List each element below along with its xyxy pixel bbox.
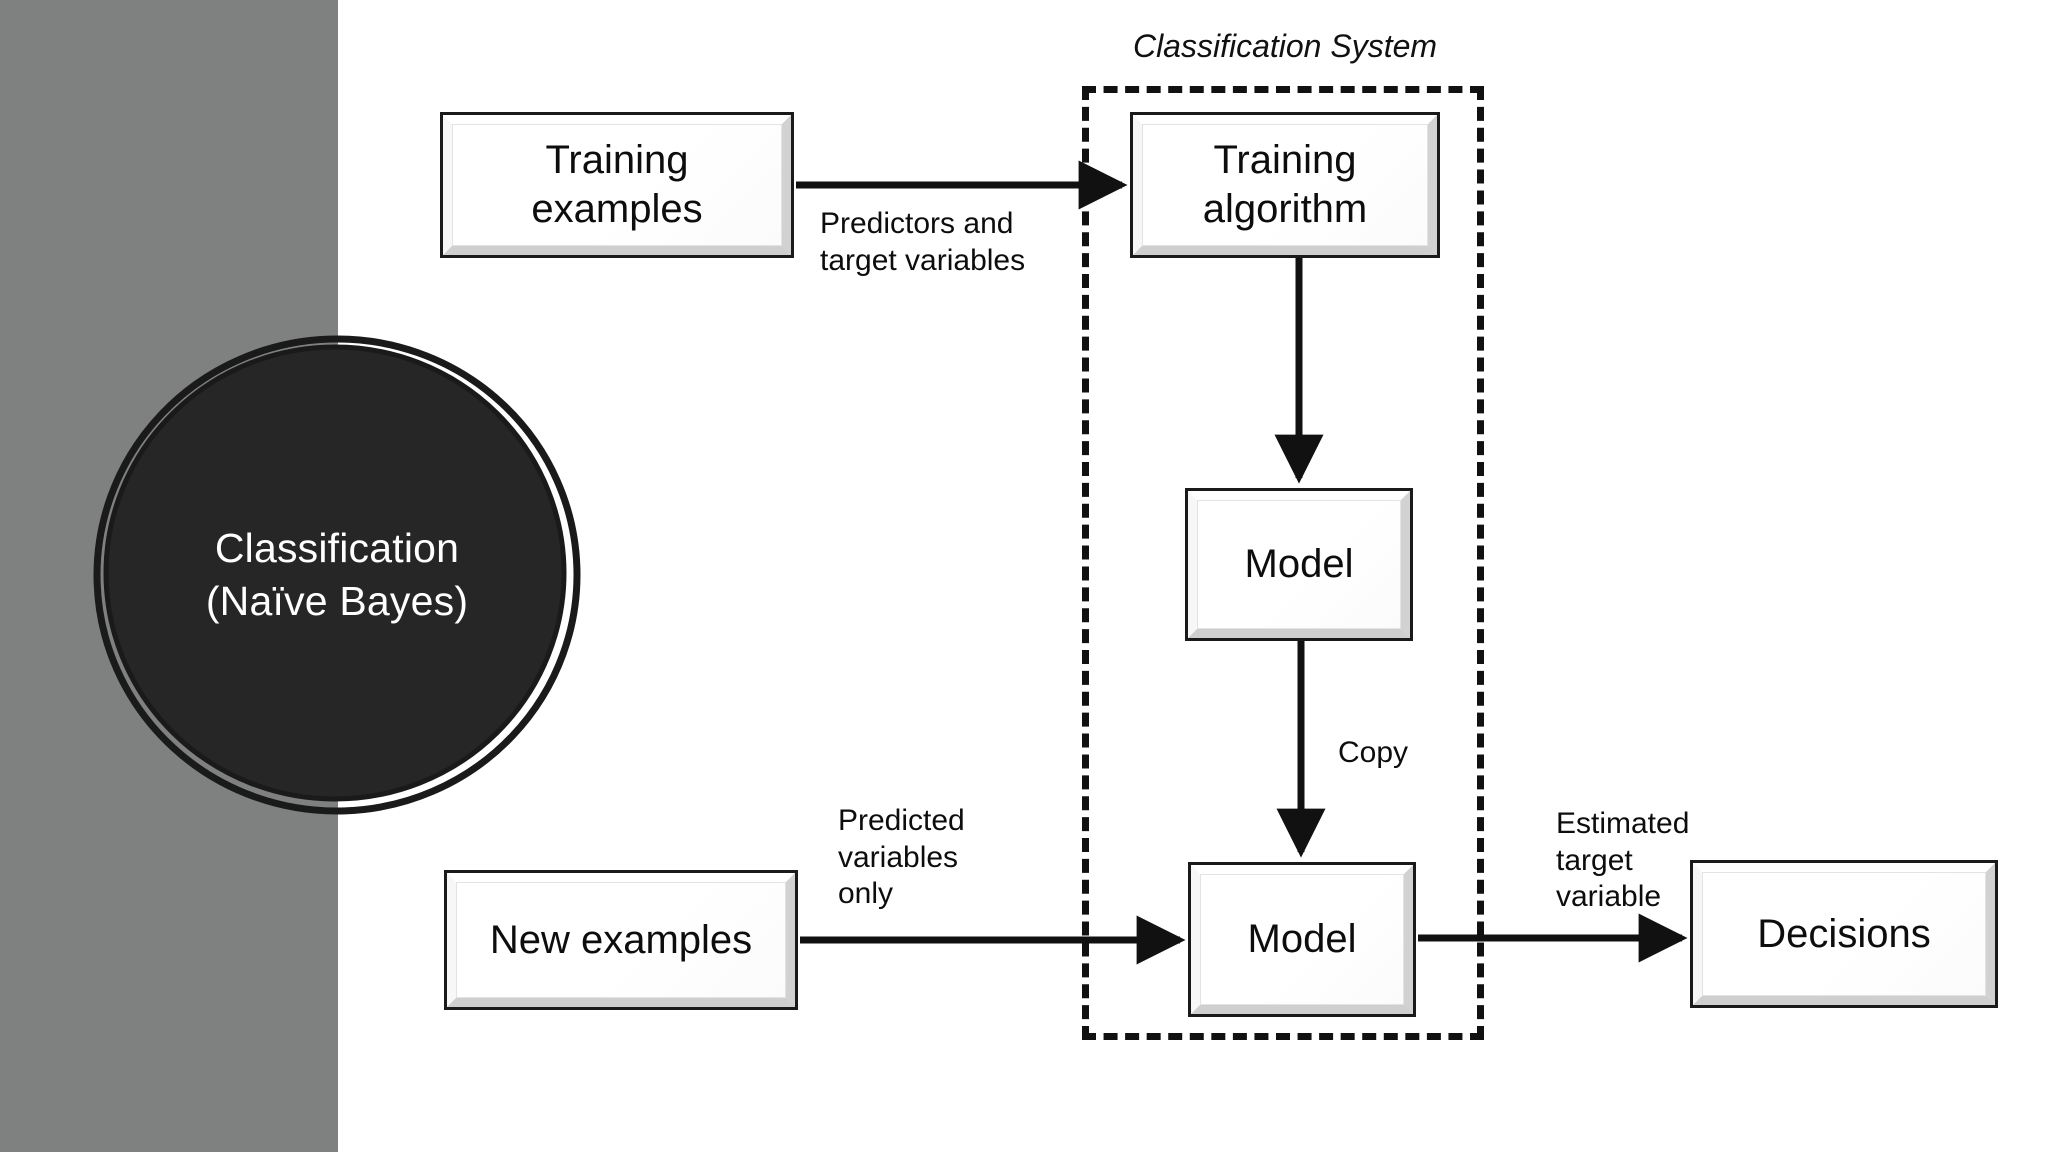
edge-label-predictors: Predictors and target variables bbox=[820, 207, 1026, 277]
node-model-bottom-label: Model bbox=[1247, 917, 1357, 962]
node-model-top[interactable]: Model bbox=[1185, 488, 1413, 641]
node-training-algorithm[interactable]: Training algorithm bbox=[1130, 112, 1440, 258]
node-decisions[interactable]: Decisions bbox=[1690, 860, 1998, 1008]
title-circle-graphic bbox=[93, 335, 581, 815]
node-training-algorithm-label: Training algorithm bbox=[1202, 138, 1368, 231]
edge-label-predicted: Predicted variables only bbox=[838, 804, 965, 911]
node-model-bottom[interactable]: Model bbox=[1188, 862, 1416, 1017]
node-decisions-label: Decisions bbox=[1757, 911, 1931, 956]
node-training-examples-label: Training examples bbox=[531, 138, 703, 231]
edge-label-copy: Copy bbox=[1338, 736, 1409, 769]
edge-label-estimated: Estimated target variable bbox=[1556, 807, 1690, 914]
node-training-examples[interactable]: Training examples bbox=[440, 112, 794, 258]
node-new-examples-label: New examples bbox=[489, 917, 753, 962]
classification-system-label: Classification System bbox=[1132, 28, 1438, 64]
node-new-examples[interactable]: New examples bbox=[444, 870, 798, 1010]
node-model-top-label: Model bbox=[1244, 542, 1354, 587]
classification-system-boundary bbox=[1082, 86, 1484, 1040]
title-circle: Classification (Naïve Bayes) bbox=[90, 332, 584, 818]
